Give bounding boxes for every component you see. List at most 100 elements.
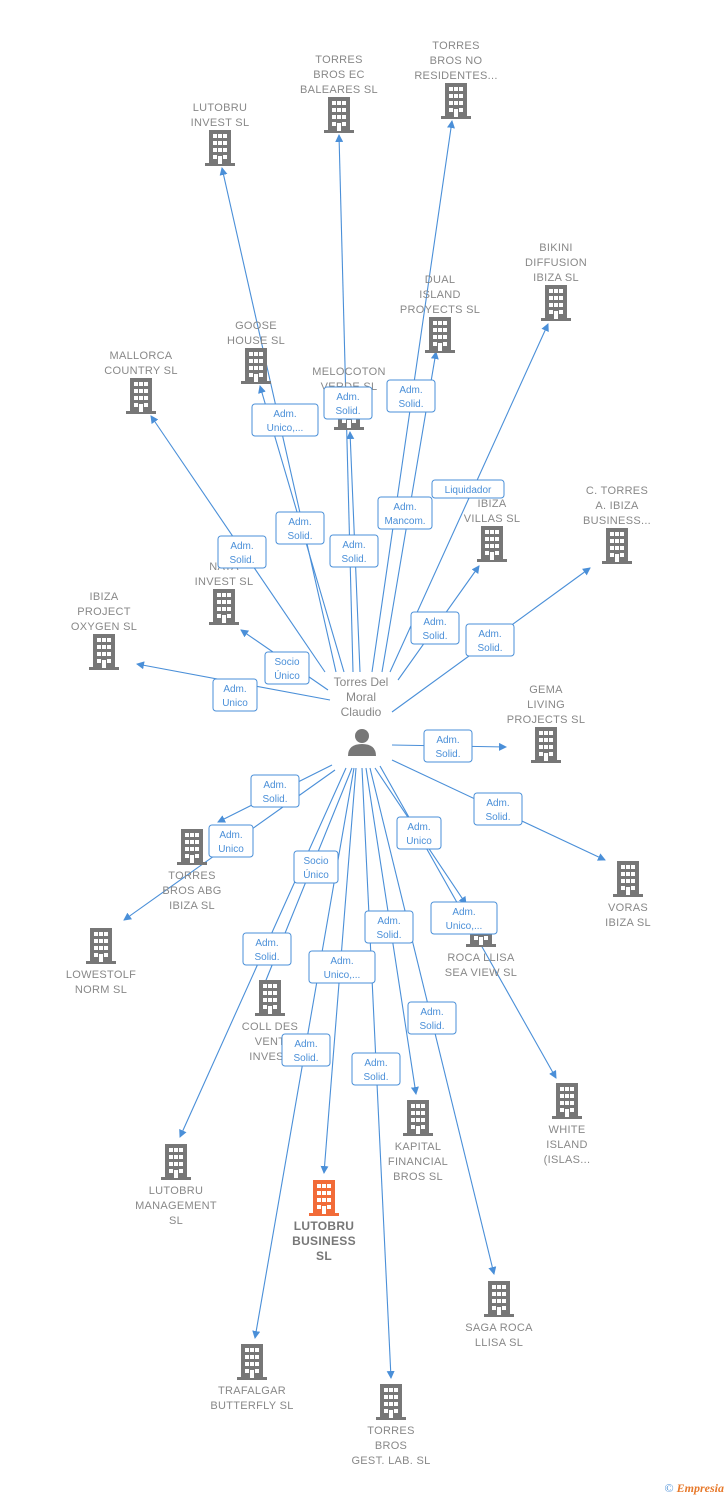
building-icon <box>86 928 116 964</box>
edge-role-label[interactable]: Adm.Solid. <box>410 611 460 645</box>
company-label-line: NORM SL <box>75 984 127 996</box>
edge-role-label[interactable]: Adm.Solid. <box>386 379 436 413</box>
building-icon <box>209 589 239 625</box>
company-label-line: LUTOBRU <box>193 102 247 114</box>
edge-role-box <box>208 824 254 858</box>
company-node-naya[interactable]: NAYAINVEST SL <box>195 561 254 625</box>
edge-role-label[interactable]: Adm.Solid. <box>407 1001 457 1035</box>
edge-role-label[interactable]: Adm.Unico,... <box>430 901 498 935</box>
edge-role-label[interactable]: Adm.Solid. <box>323 386 373 420</box>
company-label-line: BUTTERFLY SL <box>210 1400 293 1412</box>
company-label-line: A. IBIZA <box>595 500 639 512</box>
edge-role-box <box>251 403 319 437</box>
edge-role-label[interactable]: Adm.Unico,... <box>308 950 376 984</box>
edge-role-box <box>308 950 376 984</box>
edge-role-text: Adm. <box>452 907 475 918</box>
edge-role-label[interactable]: Adm. Solid. <box>275 511 325 545</box>
company-node-lutobru-invest[interactable]: LUTOBRU INVEST SL <box>191 102 250 166</box>
company-label-line: VORAS <box>608 902 648 914</box>
edge-role-label[interactable]: Adm.Solid. <box>250 774 300 808</box>
edge-role-label[interactable]: Adm.Solid. <box>473 792 523 826</box>
building-icon <box>237 1344 267 1380</box>
edge-role-label[interactable]: Adm.Unico,... <box>251 403 319 437</box>
building-icon <box>403 1100 433 1136</box>
edge-role-label[interactable]: Adm.Unico <box>396 816 442 850</box>
edge-role-box <box>242 932 292 966</box>
company-label-line: DIFFUSION <box>525 257 587 269</box>
edge-role-label[interactable]: Adm.Mancom. <box>377 496 433 530</box>
company-label-line: RESIDENTES... <box>414 70 497 82</box>
edge-role-label[interactable]: Adm.Solid. <box>351 1052 401 1086</box>
company-label-line: MANAGEMENT <box>135 1200 217 1212</box>
company-label-line: C. TORRES <box>586 485 648 497</box>
company-node-mallorca[interactable]: MALLORCA COUNTRY SL <box>104 350 178 414</box>
company-label-line: SL <box>169 1215 183 1227</box>
edge-role-label[interactable]: Liquidador <box>431 479 505 499</box>
building-icon <box>541 285 571 321</box>
building-icon <box>552 1083 582 1119</box>
edge-role-label[interactable]: Adm.Solid. <box>364 910 414 944</box>
edge-role-label[interactable]: Adm.Solid. <box>242 932 292 966</box>
edge-role-label[interactable]: Adm.Solid. <box>217 535 267 569</box>
edge-role-box <box>351 1052 401 1086</box>
edge-role-box <box>465 623 515 657</box>
edge-role-text: Adm. <box>255 938 278 949</box>
edge-role-text: Adm. <box>364 1058 387 1069</box>
company-label-line: BIKINI <box>539 242 573 254</box>
company-label-line: MALLORCA <box>110 350 173 362</box>
company-label-line: INVEST <box>249 1051 291 1063</box>
company-label-line: INVEST SL <box>191 117 250 129</box>
edge-labels-layer: Adm.Unico,...Adm.Solid.Adm.Solid.Adm.Sol… <box>208 379 523 1086</box>
edge-role-label[interactable]: Adm.Unico <box>208 824 254 858</box>
edge-role-text: Unico <box>218 844 244 855</box>
edge-role-label[interactable]: Adm. Solid. <box>281 1033 331 1067</box>
company-label-line: BROS EC <box>313 69 365 81</box>
edge-role-text: Solid. <box>293 1053 318 1064</box>
edge-role-text: Adm. <box>288 517 311 528</box>
edge-role-label[interactable]: Adm.Solid. <box>329 534 379 568</box>
edge-role-label[interactable]: Adm.Solid. <box>465 623 515 657</box>
edge-role-text: Adm. <box>330 956 353 967</box>
company-label-line: GOOSE <box>235 320 277 332</box>
company-label-line: LUTOBRU <box>294 1219 355 1233</box>
company-label-line: WHITE <box>549 1124 586 1136</box>
brand-logo[interactable]: Empresia <box>676 1481 724 1495</box>
edge-role-label[interactable]: Adm.Solid. <box>423 729 473 763</box>
building-icon <box>425 317 455 353</box>
edge-role-label[interactable]: Adm.Unico <box>212 678 258 712</box>
building-icon <box>89 634 119 670</box>
edge-role-text: Adm. <box>294 1039 317 1050</box>
edge-role-box <box>377 496 433 530</box>
company-label-line: BROS SL <box>393 1171 443 1183</box>
edge-role-text: Solid. <box>287 531 312 542</box>
company-label-line: COUNTRY SL <box>104 365 178 377</box>
company-label-line: SEA VIEW SL <box>445 967 517 979</box>
edge-role-box <box>423 729 473 763</box>
company-label-line: INVEST SL <box>195 576 254 588</box>
edge-role-text: Unico,... <box>267 423 304 434</box>
company-node-white-island[interactable]: WHITEISLAND(ISLAS... <box>544 1083 591 1166</box>
